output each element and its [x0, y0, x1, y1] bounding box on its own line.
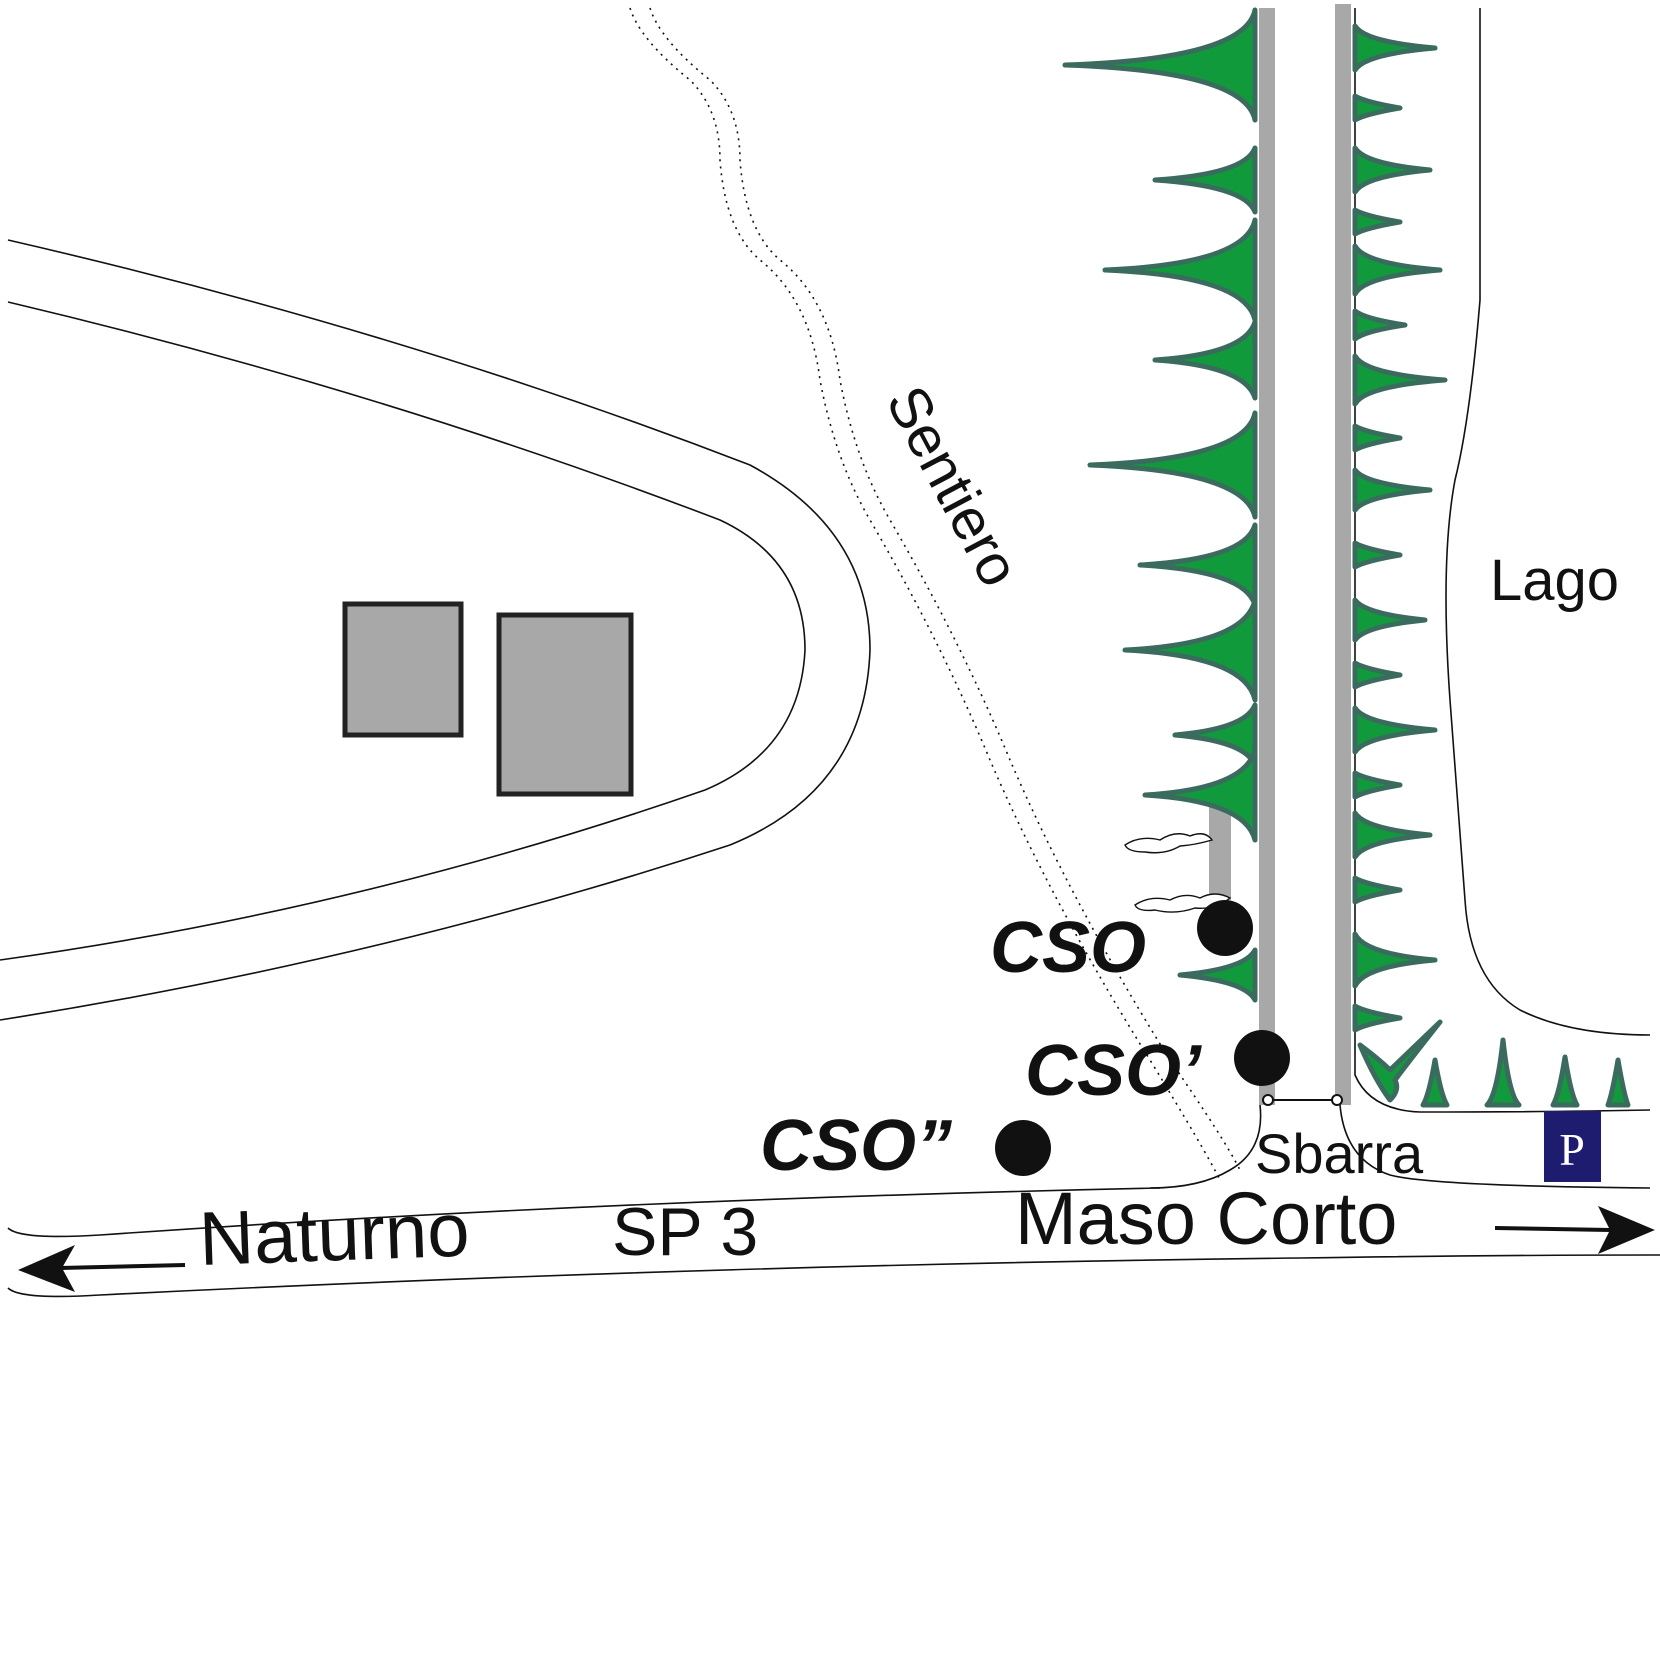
- conifer-icon: [1152, 319, 1258, 401]
- conifer-icon: [1352, 705, 1438, 755]
- label-lago: Lago: [1490, 548, 1619, 613]
- conifer-icon: [1352, 467, 1433, 513]
- label-cso-prime: CSO’: [1025, 1031, 1202, 1111]
- conifer-icon: [1352, 770, 1403, 800]
- conifer-icon: [1142, 747, 1258, 843]
- conifer-icon: [1420, 1057, 1450, 1108]
- station-dot-icon: [995, 1120, 1051, 1176]
- conifer-icon: [1172, 702, 1258, 768]
- conifer-icon: [1484, 1037, 1522, 1108]
- building: [342, 601, 464, 738]
- conifer-icon: [1352, 597, 1428, 643]
- conifer-icon: [1352, 660, 1403, 690]
- conifer-icon: [1352, 931, 1438, 989]
- conifer-icon: [1352, 207, 1403, 237]
- conifer-icon: [1122, 597, 1258, 703]
- parking-letter: P: [1559, 1124, 1585, 1175]
- arrow-left-icon: [18, 1245, 186, 1292]
- conifer-icon: [1152, 145, 1258, 215]
- conifer-icon: [1352, 93, 1403, 123]
- conifer-icon: [1352, 243, 1443, 297]
- conifer-icon: [1102, 217, 1258, 323]
- parking-sign-icon: P: [1544, 1111, 1601, 1182]
- tree-row-bottom: [1357, 1019, 1631, 1108]
- station-dot-icon: [1197, 900, 1253, 956]
- conifer-icon: [1352, 423, 1403, 453]
- conifer-icon: [1062, 7, 1258, 123]
- conifer-icon: [1177, 947, 1258, 1003]
- lake-shore: [1445, 8, 1651, 1036]
- conifer-icon: [1352, 875, 1403, 905]
- tree-row-left: [1062, 7, 1258, 1003]
- footpath: [629, 7, 1241, 1181]
- label-naturno: Naturno: [198, 1188, 471, 1282]
- label-cso: CSO: [990, 908, 1146, 988]
- conifer-icon: [1352, 23, 1438, 73]
- conifer-icon: [1352, 810, 1433, 860]
- arrow-right-icon: [1494, 1206, 1655, 1254]
- label-cso-double-prime: CSO”: [760, 1106, 952, 1186]
- barrier: [1262, 1094, 1343, 1106]
- label-sbarra: Sbarra: [1255, 1122, 1424, 1185]
- label-maso-corto: Maso Corto: [1015, 1177, 1397, 1260]
- building-group: [342, 601, 634, 797]
- conifer-icon: [1352, 540, 1403, 570]
- access-road: [1149, 4, 1651, 1189]
- lake-shore-lower: [1354, 8, 1651, 1113]
- curved-road: [0, 239, 871, 1021]
- tree-row-right: [1352, 23, 1448, 1033]
- main-road-sp3: [7, 1187, 1660, 1298]
- building: [496, 612, 634, 797]
- conifer-icon: [1352, 145, 1433, 195]
- conifer-icon: [1137, 522, 1258, 608]
- conifer-icon: [1550, 1054, 1580, 1108]
- conifer-icon: [1087, 410, 1258, 520]
- conifer-icon: [1605, 1057, 1631, 1108]
- station-dot-icon: [1234, 1030, 1290, 1086]
- conifer-icon: [1352, 353, 1448, 407]
- label-sp3: SP 3: [612, 1194, 758, 1270]
- conifer-icon: [1352, 1003, 1403, 1033]
- conifer-icon: [1352, 308, 1408, 342]
- label-sentiero: Sentiero: [874, 376, 1033, 597]
- conifer-icon: [1357, 1019, 1443, 1103]
